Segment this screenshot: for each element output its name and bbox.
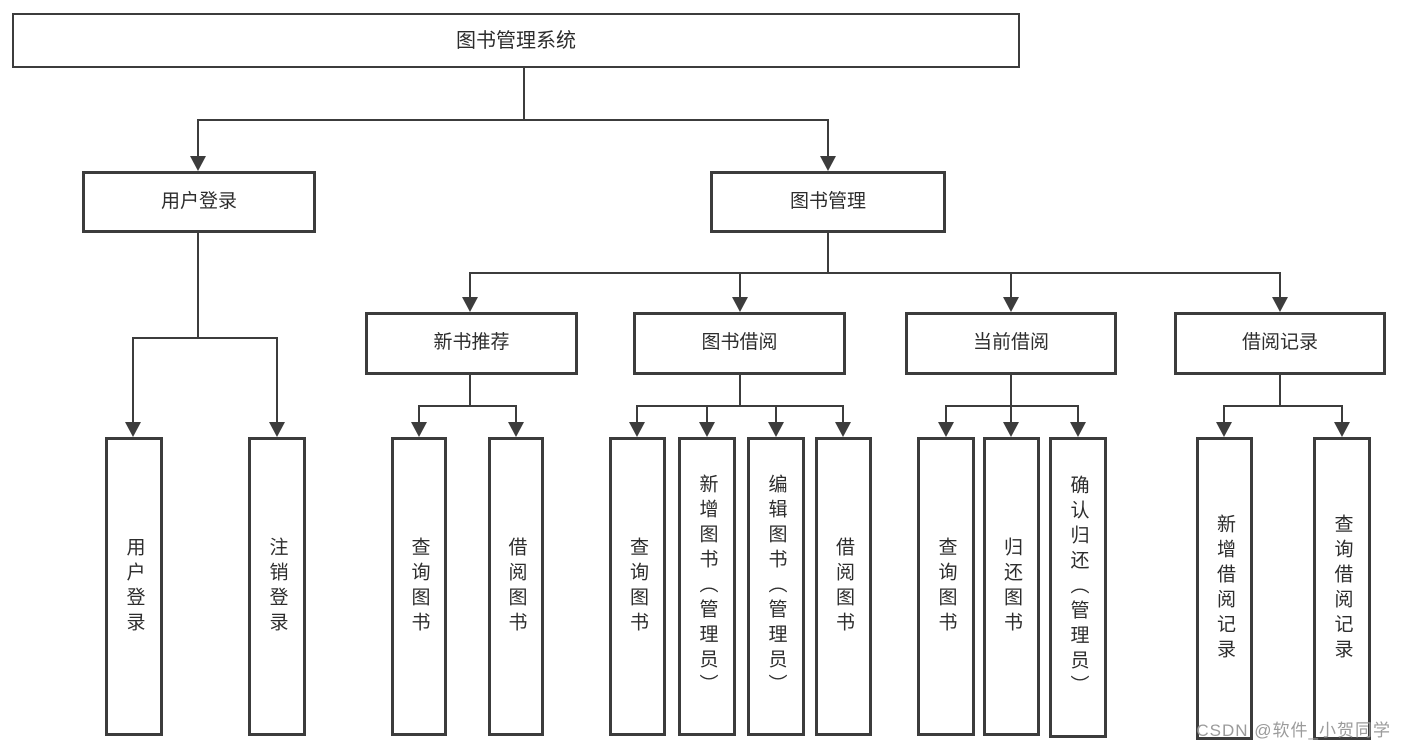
connector-line	[469, 375, 471, 407]
arrow-down-icon	[1334, 422, 1350, 437]
leaf-recommend-query-books: 查询图书	[391, 437, 447, 736]
leaf-current-query-books: 查询图书	[917, 437, 975, 736]
connector-line	[827, 233, 829, 274]
leaf-borrowing-query-books: 查询图书	[609, 437, 666, 736]
connector-line	[197, 119, 829, 121]
node-current-borrowing: 当前借阅	[905, 312, 1117, 375]
node-book-borrowing: 图书借阅	[633, 312, 846, 375]
arrow-down-icon	[1272, 297, 1288, 312]
arrow-down-icon	[508, 422, 524, 437]
node-label: 借阅图书	[833, 536, 854, 637]
leaf-edit-books-admin: 编辑图书（管理员）	[747, 437, 805, 736]
connector-line	[469, 272, 471, 299]
arrow-down-icon	[699, 422, 715, 437]
node-label: 查询图书	[627, 536, 648, 637]
connector-line	[1223, 405, 1343, 407]
arrow-down-icon	[835, 422, 851, 437]
leaf-logout: 注销登录	[248, 437, 306, 736]
arrow-down-icon	[1216, 422, 1232, 437]
arrow-down-icon	[938, 422, 954, 437]
node-new-book-recommendation: 新书推荐	[365, 312, 578, 375]
arrow-down-icon	[732, 297, 748, 312]
arrow-down-icon	[1003, 422, 1019, 437]
connector-line	[469, 272, 1281, 274]
arrow-down-icon	[190, 156, 206, 171]
arrow-down-icon	[1070, 422, 1086, 437]
connector-line	[1223, 405, 1225, 423]
node-label: 图书管理系统	[456, 29, 576, 52]
leaf-recommend-borrow-books: 借阅图书	[488, 437, 544, 736]
leaf-confirm-return-admin: 确认归还（管理员）	[1049, 437, 1107, 738]
node-label: 确认归还（管理员）	[1067, 475, 1089, 700]
connector-line	[739, 375, 741, 407]
connector-line	[1010, 375, 1012, 407]
connector-line	[1010, 272, 1012, 299]
leaf-user-login: 用户登录	[105, 437, 163, 736]
arrow-down-icon	[768, 422, 784, 437]
connector-line	[636, 405, 638, 423]
connector-line	[197, 119, 199, 157]
connector-line	[132, 337, 134, 423]
connector-line	[515, 405, 517, 423]
arrow-down-icon	[411, 422, 427, 437]
connector-line	[827, 119, 829, 157]
leaf-query-borrowing-record: 查询借阅记录	[1313, 437, 1371, 740]
connector-line	[418, 405, 420, 423]
node-label: 图书借阅	[701, 332, 778, 354]
arrow-down-icon	[820, 156, 836, 171]
connector-line	[418, 405, 517, 407]
node-label: 编辑图书（管理员）	[765, 474, 787, 699]
node-label: 注销登录	[266, 536, 288, 637]
leaf-add-books-admin: 新增图书（管理员）	[678, 437, 736, 736]
arrow-down-icon	[269, 422, 285, 437]
node-label: 借阅图书	[505, 536, 527, 637]
connector-line	[1279, 272, 1281, 299]
node-label: 新增借阅记录	[1214, 513, 1235, 664]
node-label: 新书推荐	[433, 332, 510, 354]
connector-line	[945, 405, 1079, 407]
connector-line	[636, 405, 844, 407]
arrow-down-icon	[125, 422, 141, 437]
node-label: 查询借阅记录	[1331, 513, 1353, 664]
node-library-management-system: 图书管理系统	[12, 13, 1020, 68]
connector-line	[197, 233, 199, 339]
node-book-management: 图书管理	[710, 171, 946, 233]
leaf-add-borrowing-record: 新增借阅记录	[1196, 437, 1253, 740]
csdn-watermark: CSDN @软件_小贺同学	[1196, 721, 1391, 740]
node-label: 用户登录	[123, 536, 145, 637]
connector-line	[706, 405, 708, 423]
node-user-login: 用户登录	[82, 171, 316, 233]
node-label: 查询图书	[408, 536, 430, 637]
connector-line	[842, 405, 844, 423]
node-label: 用户登录	[160, 190, 237, 212]
node-label: 借阅记录	[1241, 332, 1318, 354]
connector-line	[945, 405, 947, 423]
node-label: 查询图书	[935, 536, 957, 637]
connector-line	[1341, 405, 1343, 423]
node-label: 归还图书	[1001, 536, 1022, 637]
connector-line	[739, 272, 741, 299]
connector-line	[276, 337, 278, 423]
node-borrowing-records: 借阅记录	[1174, 312, 1386, 375]
arrow-down-icon	[462, 297, 478, 312]
connector-line	[132, 337, 278, 339]
node-label: 当前借阅	[972, 332, 1049, 354]
connector-line	[523, 68, 525, 121]
connector-line	[1077, 405, 1079, 423]
arrow-down-icon	[1003, 297, 1019, 312]
connector-line	[1279, 375, 1281, 407]
leaf-borrowing-borrow-books: 借阅图书	[815, 437, 872, 736]
connector-line	[1010, 405, 1012, 423]
leaf-return-books: 归还图书	[983, 437, 1040, 736]
connector-line	[775, 405, 777, 423]
arrow-down-icon	[629, 422, 645, 437]
node-label: 新增图书（管理员）	[696, 474, 718, 699]
node-label: 图书管理	[789, 190, 866, 212]
